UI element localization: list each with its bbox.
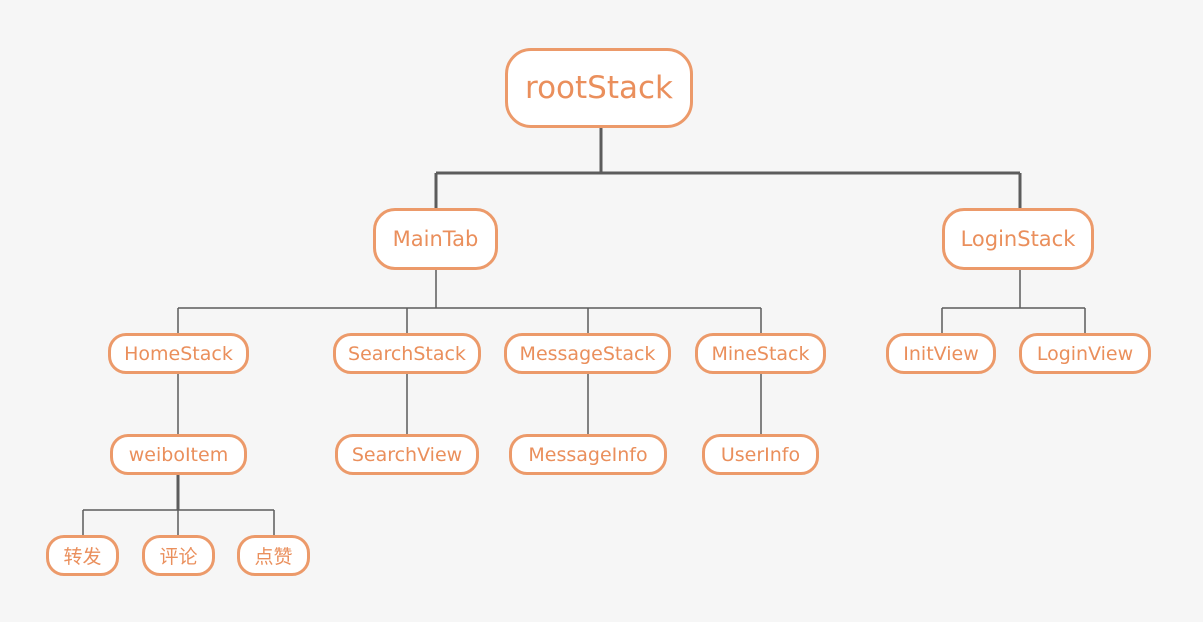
node-home-stack: HomeStack — [108, 333, 249, 374]
node-mine-stack-label: MineStack — [711, 342, 810, 365]
node-weibo-item-label: weiboItem — [128, 443, 229, 466]
node-main-tab: MainTab — [373, 208, 498, 270]
node-message-info: MessageInfo — [509, 434, 667, 475]
node-user-info-label: UserInfo — [720, 443, 801, 466]
node-forward: 转发 — [46, 535, 119, 576]
node-comment: 评论 — [142, 535, 215, 576]
node-root-stack: rootStack — [505, 48, 693, 128]
node-weibo-item: weiboItem — [110, 434, 247, 475]
node-home-stack-label: HomeStack — [124, 342, 233, 365]
node-user-info: UserInfo — [702, 434, 819, 475]
node-init-view: InitView — [886, 333, 996, 374]
node-message-stack-label: MessageStack — [519, 342, 656, 365]
node-login-view-label: LoginView — [1036, 342, 1134, 365]
node-login-stack-label: LoginStack — [960, 227, 1076, 251]
node-root-stack-label: rootStack — [525, 70, 673, 106]
node-main-tab-label: MainTab — [392, 227, 479, 251]
node-login-view: LoginView — [1019, 333, 1151, 374]
node-search-stack-label: SearchStack — [348, 342, 466, 365]
node-forward-label: 转发 — [63, 546, 102, 568]
node-like: 点赞 — [237, 535, 310, 576]
node-search-view: SearchView — [335, 434, 479, 475]
node-like-label: 点赞 — [254, 546, 293, 568]
node-search-stack: SearchStack — [333, 333, 481, 374]
node-comment-label: 评论 — [159, 546, 198, 568]
node-message-info-label: MessageInfo — [528, 443, 648, 466]
node-search-view-label: SearchView — [351, 443, 463, 466]
node-login-stack: LoginStack — [942, 208, 1094, 270]
node-mine-stack: MineStack — [695, 333, 826, 374]
node-init-view-label: InitView — [903, 342, 979, 365]
node-message-stack: MessageStack — [504, 333, 671, 374]
